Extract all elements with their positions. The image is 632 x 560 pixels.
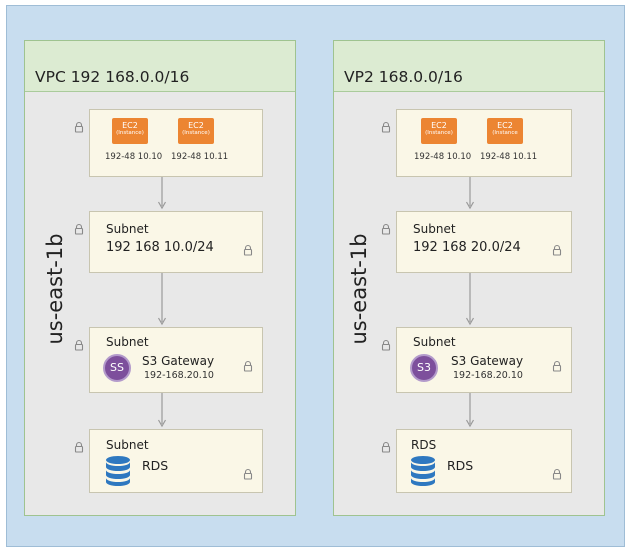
subnet-cidr: 192 168 20.0/24 [413, 240, 521, 255]
lock-icon [74, 339, 84, 351]
arrow-down-icon [157, 393, 167, 428]
arrow-down-icon [465, 273, 475, 326]
subnet-title: RDS [411, 438, 437, 452]
vpc-1-subnet-gateway[interactable]: Subnet SS S3 Gateway 192-168.20.10 [89, 327, 263, 393]
subnet-title: Subnet [413, 335, 456, 349]
vpc-2: VP2 168.0.0/16 us-east-1b EC2 (Instance)… [333, 40, 605, 516]
gateway-ip: 192-168.20.10 [453, 370, 523, 381]
lock-icon [243, 468, 253, 480]
vpc-1-subnet-1[interactable]: Subnet 192 168 10.0/24 [89, 211, 263, 273]
vpc-2-ec2-1-ip: 192-48 10.10 [414, 152, 472, 162]
rds-label: RDS [142, 458, 169, 473]
lock-icon [552, 468, 562, 480]
lock-icon [552, 360, 562, 372]
vpc-1-subnet-rds[interactable]: Subnet RDS [89, 429, 263, 493]
rds-label: RDS [447, 458, 474, 473]
lock-icon [381, 223, 391, 235]
lock-icon [381, 121, 391, 133]
vpc-1-ec2-group: EC2 (Instance) 192-48 10.10 EC2 (Instanc… [89, 109, 263, 177]
ec2-instance-icon[interactable]: EC2 (Instance) [421, 118, 457, 144]
lock-icon [552, 244, 562, 256]
vpc-2-availability-zone: us-east-1b [347, 233, 371, 345]
arrow-down-icon [157, 273, 167, 326]
subnet-title: Subnet [106, 438, 149, 452]
gateway-label: S3 Gateway [142, 354, 215, 368]
lock-icon [74, 441, 84, 453]
vpc-2-ec2-group: EC2 (Instance) 192-48 10.10 EC2 (Instanc… [396, 109, 572, 177]
gateway-ip: 192-168.20.10 [144, 370, 214, 381]
lock-icon [74, 121, 84, 133]
vpc-1: VPC 192 168.0.0/16 us-east-1b EC2 (Insta… [24, 40, 296, 516]
arrow-down-icon [465, 177, 475, 210]
ec2-instance-icon[interactable]: EC2 (Instance) [178, 118, 214, 144]
lock-icon [243, 360, 253, 372]
vpc-1-availability-zone: us-east-1b [43, 233, 67, 345]
gateway-label: S3 Gateway [451, 354, 524, 368]
vpc-1-ec2-1-ip: 192-48 10.10 [105, 152, 163, 162]
vpc-1-title: VPC 192 168.0.0/16 [25, 41, 295, 92]
subnet-title: Subnet [413, 222, 456, 236]
subnet-title: Subnet [106, 335, 149, 349]
lock-icon [381, 339, 391, 351]
vpc-2-subnet-gateway[interactable]: Subnet S3 S3 Gateway 192-168.20.10 [396, 327, 572, 393]
arrow-down-icon [157, 177, 167, 210]
database-icon[interactable] [104, 455, 132, 487]
lock-icon [243, 244, 253, 256]
vpc-2-ec2-2-ip: 192-48 10.11 [480, 152, 538, 162]
s3-gateway-icon[interactable]: S3 [410, 354, 438, 382]
vpc-2-subnet-rds[interactable]: RDS RDS [396, 429, 572, 493]
subnet-title: Subnet [106, 222, 149, 236]
vpc-2-subnet-1[interactable]: Subnet 192 168 20.0/24 [396, 211, 572, 273]
lock-icon [74, 223, 84, 235]
lock-icon [381, 441, 391, 453]
vpc-2-title: VP2 168.0.0/16 [334, 41, 604, 92]
subnet-cidr: 192 168 10.0/24 [106, 240, 214, 255]
arrow-down-icon [465, 393, 475, 428]
s3-gateway-icon[interactable]: SS [103, 354, 131, 382]
vpc-1-ec2-2-ip: 192-48 10.11 [171, 152, 229, 162]
ec2-instance-icon[interactable]: EC2 (Instance) [112, 118, 148, 144]
ec2-instance-icon[interactable]: EC2 (Instance [487, 118, 523, 144]
database-icon[interactable] [409, 455, 437, 487]
